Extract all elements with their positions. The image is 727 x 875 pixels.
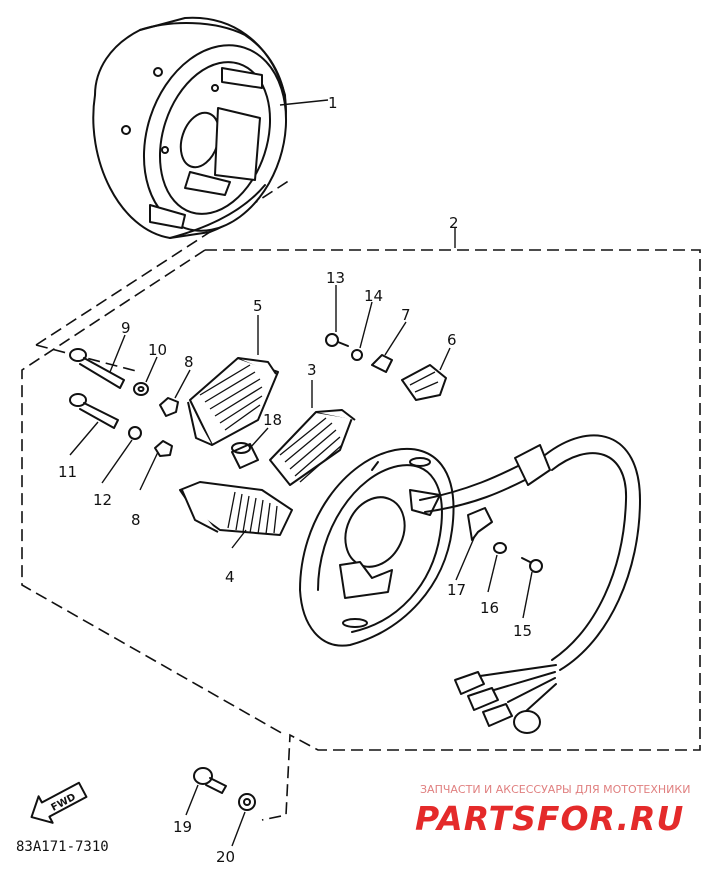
screw-11: [69, 393, 119, 429]
flywheel-rotor: [92, 16, 288, 239]
leader-lines: [69, 99, 533, 847]
clamp-7: [371, 354, 393, 373]
callout-12: 12: [93, 491, 112, 509]
collar-18: [231, 442, 259, 469]
callout-8-upper: 8: [184, 353, 194, 371]
nut-8-upper: [159, 397, 179, 417]
callout-9: 9: [121, 319, 131, 337]
callout-5: 5: [253, 297, 263, 315]
callouts: 1 2 3 4 5 6 7 8 8 9 10 11 12 13 14 15 16…: [58, 94, 532, 866]
washer-10: [133, 382, 149, 396]
callout-3: 3: [307, 361, 317, 379]
watermark-brand: PARTSFOR.RU: [415, 799, 684, 838]
drawing-code: 83A171-7310: [16, 839, 109, 855]
callout-10: 10: [148, 341, 167, 359]
washer-20: [238, 793, 256, 811]
callout-8-lower: 8: [131, 511, 141, 529]
pickup-coil-6: [401, 364, 447, 401]
bolt-19: [193, 767, 227, 794]
fwd-arrow: FWD: [30, 781, 88, 824]
callout-16: 16: [480, 599, 499, 617]
lighting-coil-4: [179, 481, 293, 536]
screw-15: [521, 557, 543, 573]
washer-16: [493, 542, 507, 554]
callout-14: 14: [364, 287, 383, 305]
callout-15: 15: [513, 622, 532, 640]
nut-8-lower: [154, 440, 173, 457]
screw-13: [325, 333, 349, 347]
screw-9: [69, 348, 125, 389]
washer-12: [128, 426, 142, 440]
source-coil-5: [187, 357, 279, 446]
source-coil-3: [269, 409, 356, 486]
stator-plate: [299, 447, 455, 647]
callout-13: 13: [326, 269, 345, 287]
watermark: ЗАПЧАСТИ И АКСЕССУАРЫ ДЛЯ МОТОТЕХНИКИ PA…: [415, 783, 690, 838]
callout-17: 17: [447, 581, 466, 599]
callout-20: 20: [216, 848, 235, 866]
callout-2: 2: [449, 214, 459, 232]
callout-11: 11: [58, 463, 77, 481]
callout-1: 1: [328, 94, 338, 112]
callout-19: 19: [173, 818, 192, 836]
cord-clamp-17: [467, 507, 493, 541]
callout-6: 6: [447, 331, 457, 349]
washer-14: [351, 349, 363, 361]
watermark-tagline: ЗАПЧАСТИ И АКСЕССУАРЫ ДЛЯ МОТОТЕХНИКИ: [420, 783, 690, 796]
callout-18: 18: [263, 411, 282, 429]
callout-4: 4: [225, 568, 235, 586]
callout-7: 7: [401, 306, 411, 324]
wire-harness: [419, 434, 641, 734]
